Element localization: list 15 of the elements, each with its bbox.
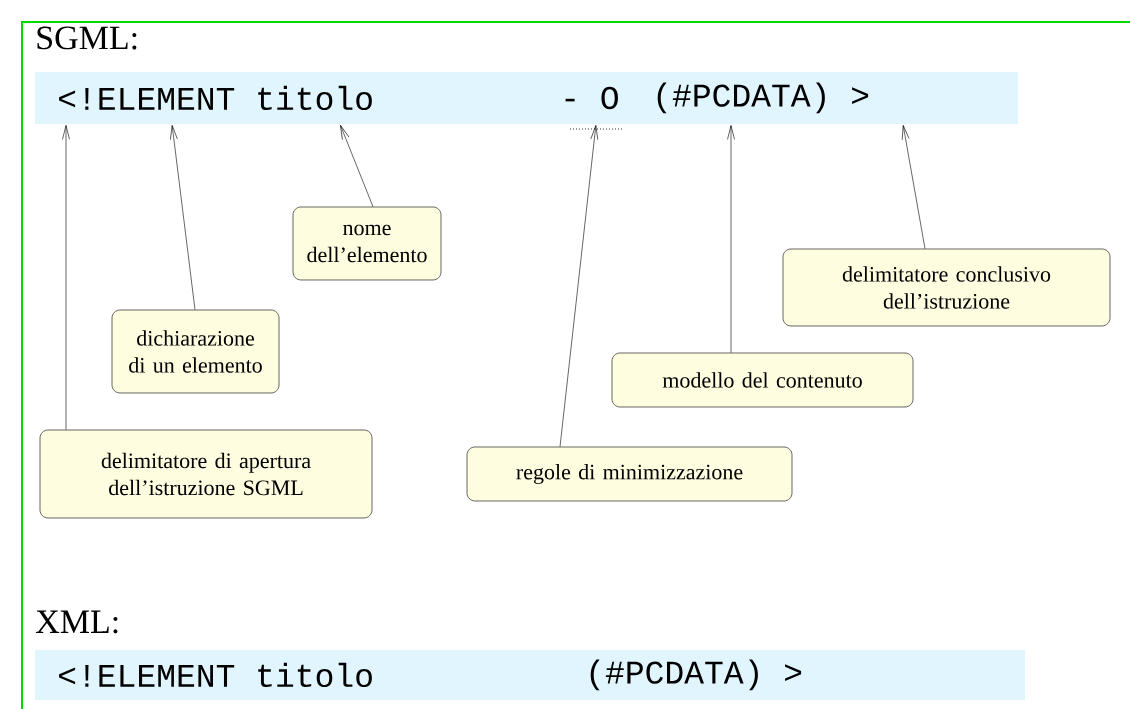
leader-arrow [62,125,70,430]
callout-box: modello del contenuto [611,352,914,408]
callout-box: regole di minimizzazione [466,446,793,502]
section-heading: XML: [35,610,118,634]
code-band: <!ELEMENT titolo (#PCDATA) > [35,650,1025,700]
leader-arrow [901,125,926,249]
leader-arrow [559,125,599,447]
callout-box: dichiarazione di un elemento [111,309,280,394]
leader-arrow [727,125,735,353]
callout-box: nome dell’elemento [292,206,442,281]
callout-box: delimitatore conclusivo dell’istruzione [782,248,1111,327]
leader-arrow [340,125,374,207]
code-band: <!ELEMENT titolo - O (#PCDATA) > [35,72,1018,124]
leader-arrow [170,125,196,310]
callout-box: delimitatore di apertura dell’istruzione SGML [39,429,373,519]
